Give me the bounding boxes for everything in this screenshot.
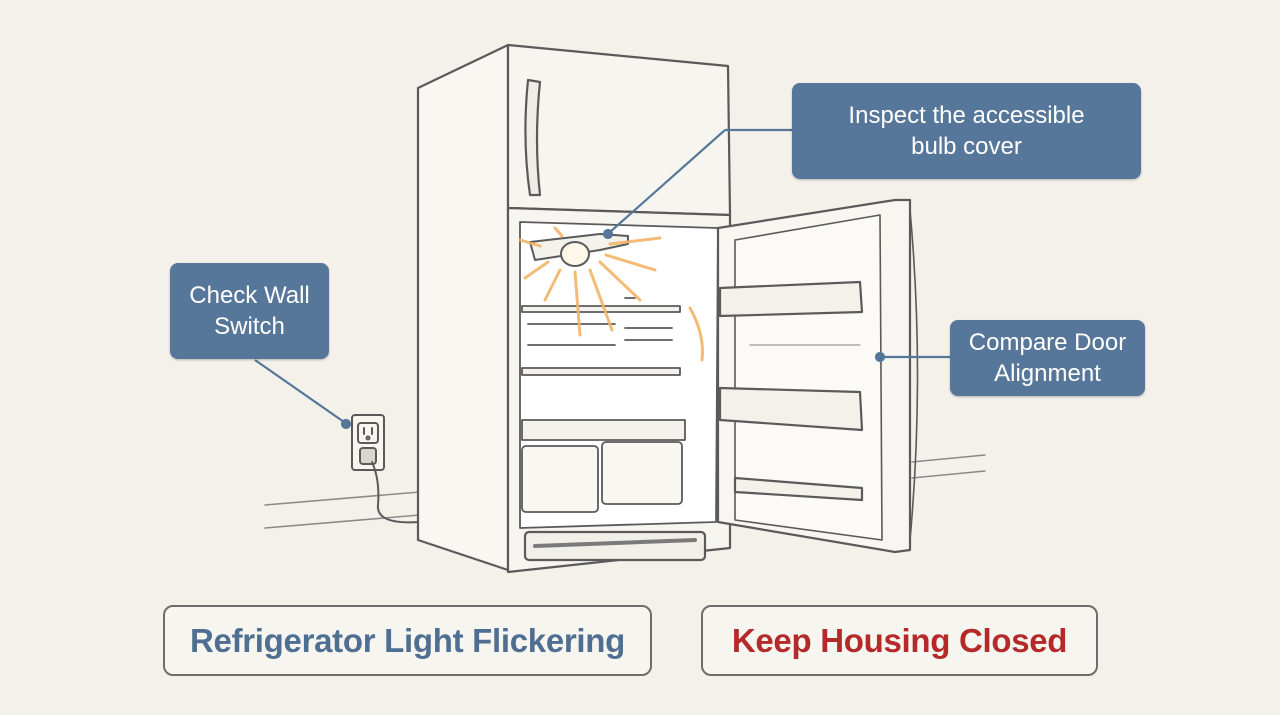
bulb-cover-callout-text: Inspect the accessible bulb cover (848, 102, 1085, 160)
callout-leader-lines (254, 128, 950, 430)
title-label: Refrigerator Light Flickering (163, 605, 652, 676)
title-text: Refrigerator Light Flickering (189, 621, 626, 659)
interior-shelves (521, 297, 686, 441)
bulb-cover-callout: Inspect the accessible bulb cover (792, 83, 1141, 179)
light-bulb-cover (529, 233, 629, 267)
wall-switch-callout: Check Wall Switch (170, 263, 329, 359)
wall-switch-callout-text: Check Wall Switch (189, 282, 310, 340)
warning-label: Keep Housing Closed (701, 605, 1098, 676)
warning-text: Keep Housing Closed (731, 621, 1068, 659)
door-alignment-callout-text: Compare Door Alignment (968, 329, 1127, 387)
light-glow-rays (518, 226, 704, 362)
wall-outlet-icon (351, 414, 421, 524)
door-alignment-callout: Compare Door Alignment (950, 320, 1145, 396)
crisper-drawers (521, 441, 683, 513)
baseboard-lines (264, 454, 986, 529)
refrigerator-door (716, 198, 919, 554)
